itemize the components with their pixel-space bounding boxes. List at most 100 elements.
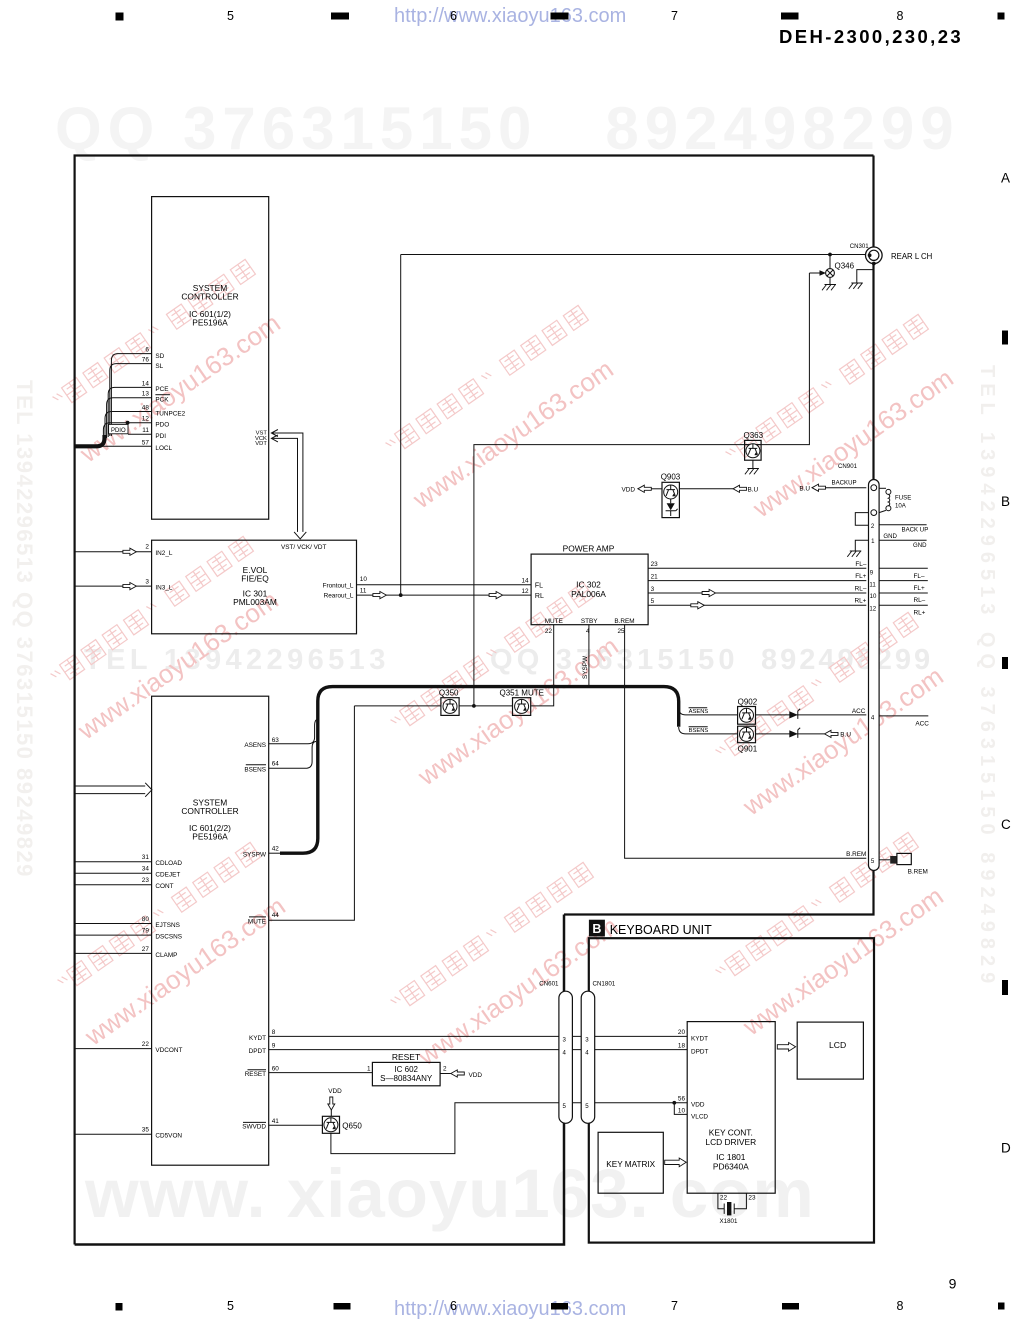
svg-text:CONTROLLER: CONTROLLER	[181, 806, 238, 816]
svg-text:35: 35	[142, 1127, 150, 1134]
svg-text:FIE/EQ: FIE/EQ	[241, 573, 269, 583]
svg-text:KEY MATRIX: KEY MATRIX	[606, 1160, 655, 1169]
svg-text:POWER AMP: POWER AMP	[563, 543, 615, 553]
svg-text:Q351 MUTE: Q351 MUTE	[500, 688, 544, 697]
svg-text:PDIO: PDIO	[111, 428, 126, 434]
svg-text:IN2_L: IN2_L	[155, 550, 172, 557]
svg-text:60: 60	[272, 1065, 280, 1072]
svg-text:B.REM: B.REM	[908, 868, 928, 875]
svg-text:Q902: Q902	[738, 698, 758, 707]
svg-text:12: 12	[869, 605, 876, 612]
svg-text:RESET: RESET	[392, 1052, 420, 1062]
svg-text:FL: FL	[535, 583, 543, 590]
svg-text:http://www.xiaoyu163.com: http://www.xiaoyu163.com	[394, 1298, 626, 1320]
svg-text:RL+: RL+	[854, 598, 866, 605]
svg-text:LCD DRIVER: LCD DRIVER	[705, 1137, 756, 1147]
svg-text:PML003AM: PML003AM	[233, 597, 277, 607]
svg-text:CN1801: CN1801	[593, 981, 616, 988]
svg-text:PD6340A: PD6340A	[713, 1161, 749, 1171]
svg-text:7: 7	[671, 9, 678, 23]
svg-text:18: 18	[678, 1042, 686, 1049]
svg-text:Q901: Q901	[738, 744, 758, 753]
svg-text:14: 14	[142, 380, 150, 387]
svg-text:48: 48	[142, 405, 150, 412]
svg-text:22: 22	[720, 1195, 728, 1202]
svg-text:B.U: B.U	[799, 486, 810, 493]
svg-text:VDD: VDD	[328, 1088, 342, 1095]
svg-text:VLCD: VLCD	[691, 1113, 708, 1120]
svg-text:X1801: X1801	[720, 1218, 738, 1225]
svg-text:ASENS: ASENS	[244, 742, 266, 749]
svg-text:BSENS: BSENS	[244, 766, 266, 773]
svg-text:VDT: VDT	[255, 441, 267, 447]
svg-text:IC 602: IC 602	[394, 1065, 418, 1074]
svg-text:64: 64	[272, 761, 280, 768]
svg-text:DEH-2300,230,23: DEH-2300,230,23	[779, 26, 963, 47]
svg-text:KEYBOARD UNIT: KEYBOARD UNIT	[610, 923, 712, 937]
svg-text:IN3_L: IN3_L	[155, 584, 172, 591]
svg-text:1: 1	[871, 538, 875, 545]
svg-text:BACK UP: BACK UP	[902, 527, 929, 534]
svg-text:8: 8	[272, 1029, 276, 1036]
svg-text:SD: SD	[155, 353, 164, 360]
svg-text:BACKUP: BACKUP	[832, 480, 857, 487]
svg-text:5: 5	[563, 1103, 567, 1110]
svg-text:TEL 13942296513 QQ 376315150 8: TEL 13942296513 QQ 376315150 89249829	[12, 380, 37, 878]
svg-text:VCK: VCK	[255, 436, 267, 442]
svg-text:7: 7	[671, 1299, 678, 1313]
svg-text:RL–: RL–	[914, 597, 926, 604]
svg-text:IC 601(2/2): IC 601(2/2)	[189, 823, 231, 833]
svg-text:EJTSNS: EJTSNS	[155, 922, 180, 929]
svg-text:E.VOL: E.VOL	[243, 565, 268, 575]
svg-text:B: B	[592, 922, 601, 936]
svg-text:23: 23	[651, 561, 659, 568]
svg-text:PE5196A: PE5196A	[192, 832, 228, 842]
svg-text:B.U: B.U	[840, 732, 851, 739]
svg-text:SWVDD: SWVDD	[242, 1124, 266, 1131]
svg-text:20: 20	[678, 1029, 686, 1036]
svg-text:3: 3	[145, 578, 149, 585]
svg-text:4: 4	[563, 1049, 567, 1056]
svg-text:B: B	[1001, 494, 1010, 509]
svg-text:Q903: Q903	[661, 473, 681, 482]
svg-text:PAL006A: PAL006A	[571, 589, 606, 599]
svg-text:41: 41	[272, 1118, 280, 1125]
svg-text:10: 10	[870, 593, 877, 600]
svg-text:SYSPW: SYSPW	[243, 852, 267, 859]
svg-text:31: 31	[142, 854, 150, 861]
svg-text:13: 13	[142, 391, 150, 398]
svg-text:FL+: FL+	[914, 585, 925, 592]
svg-text:1: 1	[367, 1065, 371, 1072]
svg-text:B.REM: B.REM	[846, 851, 866, 858]
svg-text:MUTE: MUTE	[248, 918, 266, 925]
svg-text:9: 9	[949, 1276, 957, 1292]
svg-text:SYSTEM: SYSTEM	[193, 283, 227, 293]
svg-text:http://www.xiaoyu163.com: http://www.xiaoyu163.com	[394, 5, 626, 27]
svg-text:IC 601(1/2): IC 601(1/2)	[189, 309, 231, 319]
svg-text:DPDT: DPDT	[249, 1048, 266, 1055]
svg-text:4: 4	[871, 715, 875, 722]
svg-text:9: 9	[272, 1042, 276, 1049]
svg-text:79: 79	[142, 928, 150, 935]
svg-text:KEY CONT.: KEY CONT.	[709, 1127, 753, 1137]
svg-text:QQ 376315150 892498299: QQ 376315150 892498299	[55, 95, 960, 162]
svg-text:9: 9	[870, 569, 874, 576]
svg-text:VDD: VDD	[622, 487, 636, 494]
svg-text:CN301: CN301	[850, 243, 870, 250]
svg-text:IC 302: IC 302	[576, 580, 601, 590]
svg-text:KYDT: KYDT	[249, 1035, 266, 1042]
svg-text:PCK: PCK	[155, 397, 169, 404]
svg-text:56: 56	[678, 1096, 686, 1103]
svg-text:TEL 13942296513 QQ 376315150 8: TEL 13942296513 QQ 376315150 89249829	[976, 365, 998, 989]
svg-text:CD5VON: CD5VON	[155, 1133, 182, 1140]
svg-text:10: 10	[678, 1107, 686, 1114]
svg-text:5: 5	[651, 598, 655, 605]
svg-text:34: 34	[142, 866, 150, 873]
svg-text:22: 22	[545, 628, 553, 635]
svg-text:PE5196A: PE5196A	[192, 317, 228, 327]
svg-text:63: 63	[272, 737, 280, 744]
svg-text:TEL 13942296513: TEL 13942296513	[84, 644, 390, 676]
svg-text:23: 23	[748, 1195, 756, 1202]
svg-text:27: 27	[142, 946, 150, 953]
svg-text:IC 1801: IC 1801	[716, 1152, 746, 1162]
